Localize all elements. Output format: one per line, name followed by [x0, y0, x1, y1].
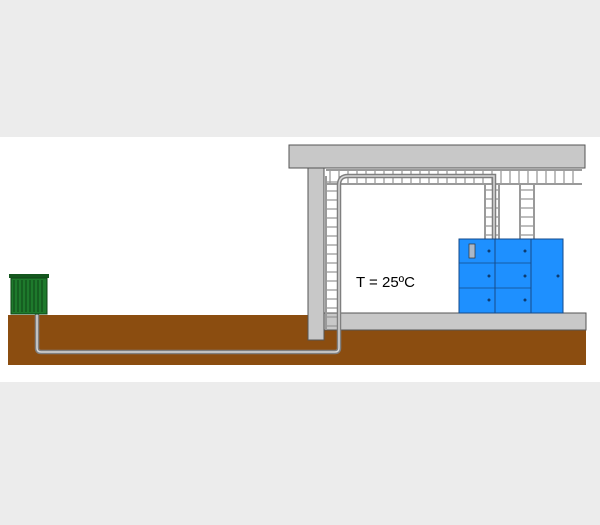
- drop-ladder-tray-icon: [519, 184, 535, 239]
- horizontal-ladder-tray-icon: [326, 169, 582, 185]
- cable-conduit-highlight: [36, 175, 495, 353]
- temperature-label: T = 25ºC: [356, 274, 415, 291]
- green-transformer-icon: [9, 274, 49, 315]
- building-column: [307, 167, 325, 341]
- electrical-cabinets-icon: [458, 238, 564, 314]
- roof-slab: [288, 144, 586, 169]
- floor-slab: [321, 312, 587, 331]
